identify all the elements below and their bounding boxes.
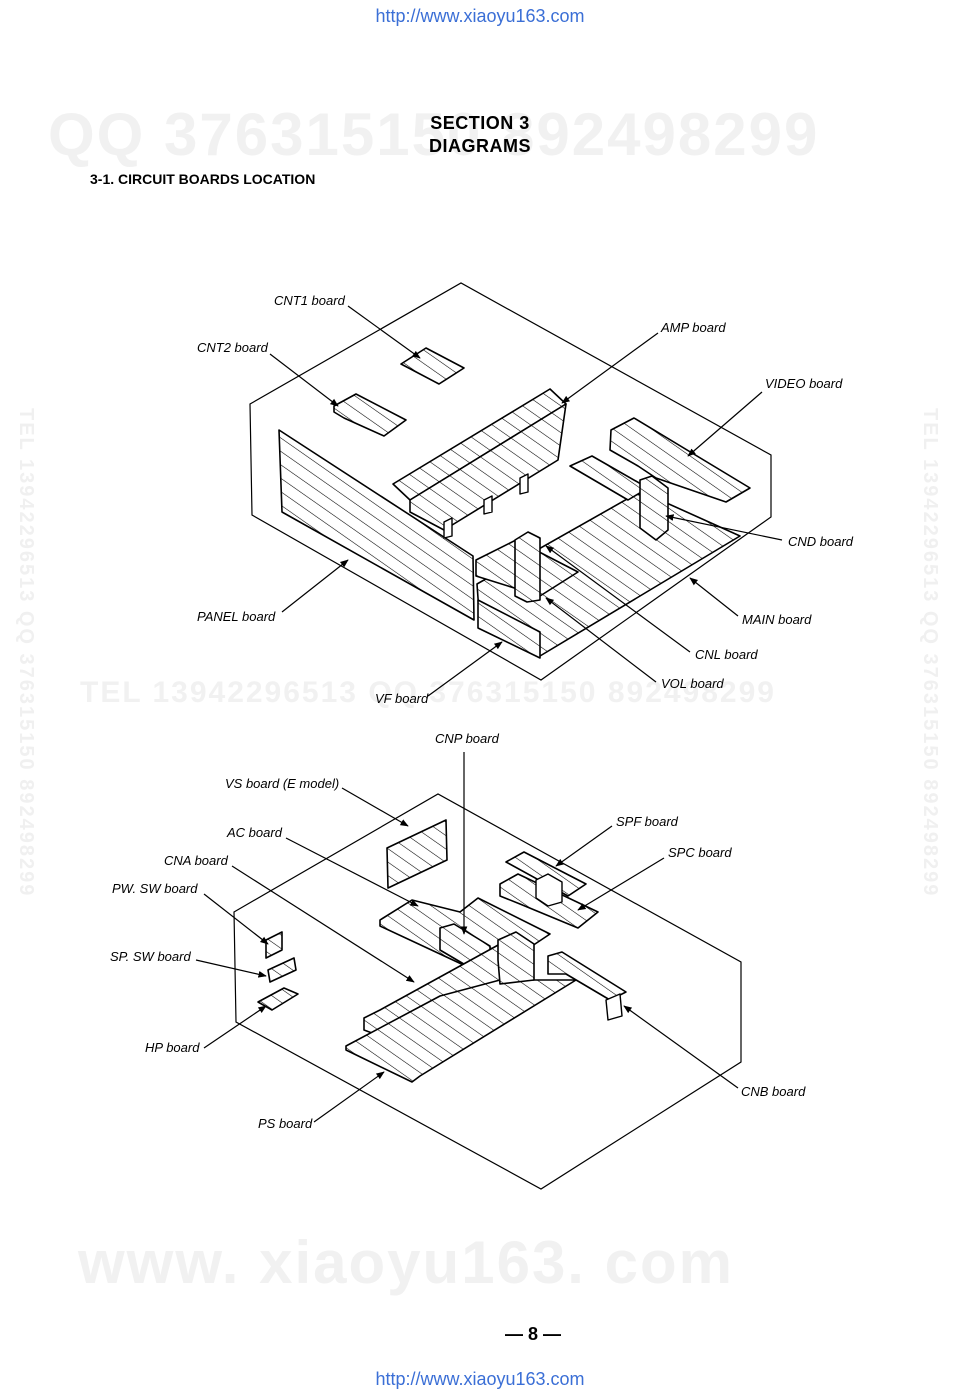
leader-panel bbox=[281, 559, 349, 613]
amp-leg-1 bbox=[443, 517, 453, 539]
leader-amp bbox=[561, 332, 659, 404]
label-cnt2-board: CNT2 board bbox=[197, 340, 268, 355]
label-main-board: MAIN board bbox=[742, 612, 812, 627]
subsection-title: 3-1. CIRCUIT BOARDS LOCATION bbox=[90, 171, 316, 187]
ps-riser bbox=[497, 931, 535, 985]
label-vf-board: VF board bbox=[375, 691, 429, 706]
page-number: — 8 — bbox=[505, 1324, 562, 1344]
cnt2-board-shape bbox=[333, 393, 407, 437]
leader-vol bbox=[545, 597, 657, 683]
label-cna-board: CNA board bbox=[164, 853, 228, 868]
leader-cnb bbox=[623, 1005, 739, 1089]
label-cnl-board: CNL board bbox=[695, 647, 758, 662]
leader-spc bbox=[577, 857, 665, 911]
leader-vf bbox=[427, 641, 503, 697]
pw-sw-board-shape bbox=[265, 931, 283, 959]
section-title: DIAGRAMS bbox=[429, 136, 531, 156]
label-cnd-board: CND board bbox=[788, 534, 854, 549]
leader-sp-sw bbox=[195, 959, 267, 978]
leader-cnt1 bbox=[347, 305, 421, 359]
label-spf-board: SPF board bbox=[616, 814, 678, 829]
cnl-board-shape bbox=[514, 531, 541, 603]
leader-cna bbox=[231, 865, 415, 983]
vf-board-shape bbox=[477, 599, 541, 659]
watermark-bottom: www. xiaoyu163. com bbox=[78, 1229, 735, 1296]
label-pw-sw-board: PW. SW board bbox=[112, 881, 198, 896]
footer-url[interactable]: http://www.xiaoyu163.com bbox=[375, 1369, 585, 1389]
label-video-board: VIDEO board bbox=[765, 376, 843, 391]
header-url[interactable]: http://www.xiaoyu163.com bbox=[375, 6, 585, 26]
label-hp-board: HP board bbox=[145, 1040, 200, 1055]
label-cnb-board: CNB board bbox=[741, 1084, 806, 1099]
watermark-middle: TEL 13942296513 QQ 376315150 892498299 bbox=[80, 676, 776, 709]
label-ps-board: PS board bbox=[258, 1116, 313, 1131]
label-cnt1-board: CNT1 board bbox=[274, 293, 345, 308]
watermark-side-left: TEL 13942296513 QQ 376315150 892498299 bbox=[15, 408, 37, 898]
amp-leg-3 bbox=[519, 473, 529, 495]
section-number: SECTION 3 bbox=[430, 113, 530, 133]
bottom-unit-outline bbox=[233, 793, 742, 1190]
watermark-side-right: TEL 13942296513 QQ 376315150 892498299 bbox=[919, 408, 941, 898]
label-vs-board: VS board (E model) bbox=[225, 776, 340, 791]
hp-board-shape bbox=[257, 987, 299, 1011]
bottom-leader-lines bbox=[195, 752, 739, 1123]
panel-board-shape bbox=[278, 429, 475, 621]
cnb-board-shape bbox=[547, 951, 627, 1001]
label-ac-board: AC board bbox=[227, 825, 282, 840]
cnb-connector bbox=[605, 993, 623, 1021]
leader-ac bbox=[285, 837, 419, 907]
leader-video bbox=[687, 391, 763, 457]
label-panel-board: PANEL board bbox=[197, 609, 276, 624]
top-leader-lines bbox=[269, 305, 783, 697]
label-amp-board: AMP board bbox=[661, 320, 726, 335]
leader-spf bbox=[555, 825, 613, 867]
leader-pw-sw bbox=[203, 893, 269, 945]
label-cnp-board: CNP board bbox=[435, 731, 499, 746]
leader-cnt2 bbox=[269, 353, 339, 407]
ps-board-shape bbox=[345, 979, 577, 1083]
leader-ps bbox=[313, 1071, 385, 1123]
vs-board-shape bbox=[386, 819, 448, 889]
amp-board-front bbox=[409, 403, 567, 531]
leader-cnd bbox=[665, 514, 783, 541]
label-spc-board: SPC board bbox=[668, 845, 732, 860]
leader-vs bbox=[341, 787, 409, 827]
leader-cnl bbox=[545, 545, 691, 653]
section-heading: SECTION 3 DIAGRAMS bbox=[380, 112, 580, 158]
label-vol-board: VOL board bbox=[661, 676, 724, 691]
leader-main bbox=[689, 577, 739, 617]
amp-leg-2 bbox=[483, 495, 493, 515]
leader-hp bbox=[203, 1005, 267, 1049]
sp-sw-board-shape bbox=[267, 957, 297, 983]
spf-connector bbox=[535, 873, 563, 907]
cnt1-board-shape bbox=[400, 347, 465, 385]
cnd-board-shape bbox=[639, 475, 669, 541]
top-unit-outline bbox=[249, 282, 772, 681]
watermark-top: QQ 376315150 892498299 bbox=[48, 101, 820, 168]
top-unit-diagram bbox=[249, 282, 772, 681]
video-board-shape bbox=[609, 417, 751, 503]
bottom-unit-diagram bbox=[233, 793, 742, 1190]
label-sp-sw-board: SP. SW board bbox=[110, 949, 191, 964]
